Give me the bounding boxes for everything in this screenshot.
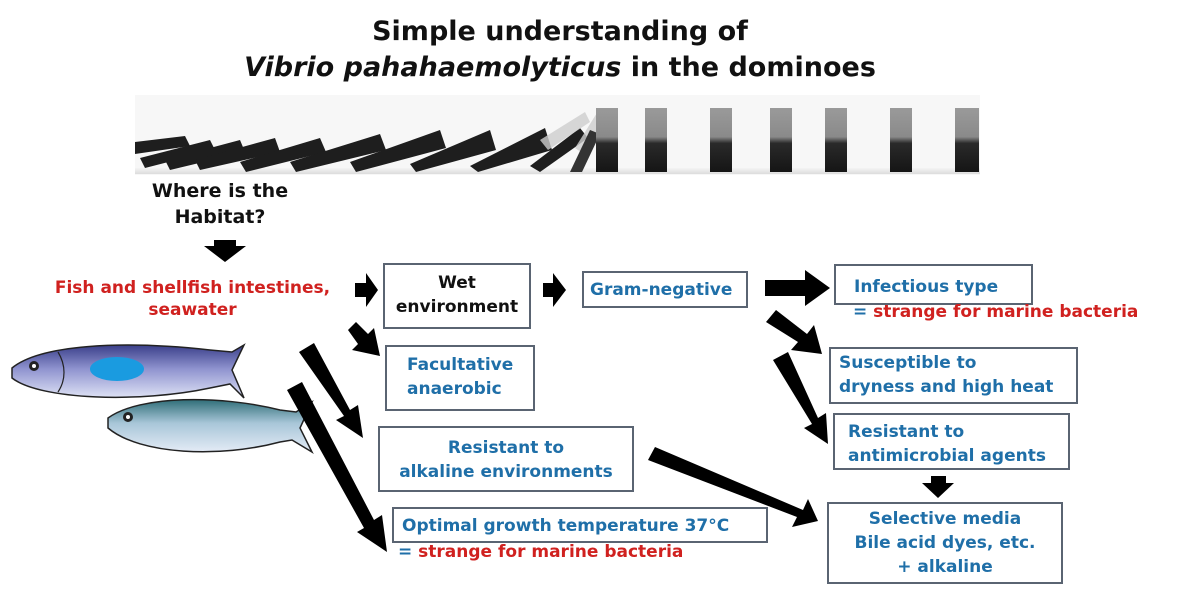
infectious-note-text: strange for marine bacteria [873,302,1139,322]
susceptible-line-1: Susceptible to [839,353,977,373]
title-line-2-rest: in the dominoes [621,52,876,83]
arrow-wet-to-gram [543,273,566,307]
selective-line-1: Selective media [868,509,1022,529]
alkaline-resistance-box: Resistant to alkaline environments [378,426,634,492]
habitat-line-1: Fish and shellfish intestines, [54,278,331,298]
facultative-anaerobic-box: Facultative anaerobic [385,345,535,411]
antimicrobial-resistance-box: Resistant to antimicrobial agents [833,413,1070,470]
susceptible-box: Susceptible to dryness and high heat [829,347,1078,404]
arrow-gram-to-antimicrobial [773,352,828,444]
equals-sign: = [853,302,874,322]
title-line-2: Vibrio pahahaemolyticus in the dominoes [0,50,1120,86]
arrow-habitat-to-facultative [348,322,380,356]
arrow-gram-to-susceptible [766,310,822,354]
gram-negative-text: Gram-negative [590,280,733,300]
selective-line-3: + alkaline [897,557,993,577]
facultative-line-1: Facultative [407,355,514,375]
question-line-2: Habitat? [174,206,266,228]
alkaline-line-1: Resistant to [447,438,565,458]
arrow-antimicrobial-to-selective [922,476,954,498]
mackerel-1 [11,343,246,399]
infectious-type-note: = strange for marine bacteria [853,300,1138,324]
arrow-habitat-to-alkaline [299,343,363,438]
arrow-gram-to-infectious [765,270,830,306]
infectious-type-text: Infectious type [854,277,999,297]
habitat-line-2: seawater [148,300,237,320]
arrow-habitat-to-optimal [287,382,387,552]
optimal-temperature-note: = strange for marine bacteria [398,540,683,564]
wet-environment-box: Wet environment [383,263,531,329]
antimicrobial-line-2: antimicrobial agents [848,446,1046,466]
optimal-temperature-box: Optimal growth temperature 37°C [392,507,768,543]
habitat-question: Where is the Habitat? [120,178,320,230]
selective-media-box: Selective media Bile acid dyes, etc. + a… [827,502,1063,584]
mackerel-2 [107,398,314,454]
title-line-1: Simple understanding of [372,16,748,47]
fish-spot [90,357,144,381]
species-name: Vibrio pahahaemolyticus [244,52,622,83]
alkaline-line-2: alkaline environments [399,462,613,482]
wet-line-2: environment [395,297,519,317]
antimicrobial-line-1: Resistant to [848,422,965,442]
infectious-type-box: Infectious type [834,264,1033,305]
selective-line-2: Bile acid dyes, etc. [854,533,1036,553]
arrow-down-question [204,240,246,262]
susceptible-line-2: dryness and high heat [839,377,1054,397]
question-line-1: Where is the [151,180,289,202]
gram-negative-box: Gram-negative [582,271,748,308]
habitat-text: Fish and shellfish intestines, seawater [20,277,365,321]
optimal-note-text: strange for marine bacteria [418,542,684,562]
wet-line-1: Wet [438,273,476,293]
equals-sign: = [398,542,419,562]
optimal-temperature-text: Optimal growth temperature 37°C [402,516,730,536]
facultative-line-2: anaerobic [407,379,502,399]
